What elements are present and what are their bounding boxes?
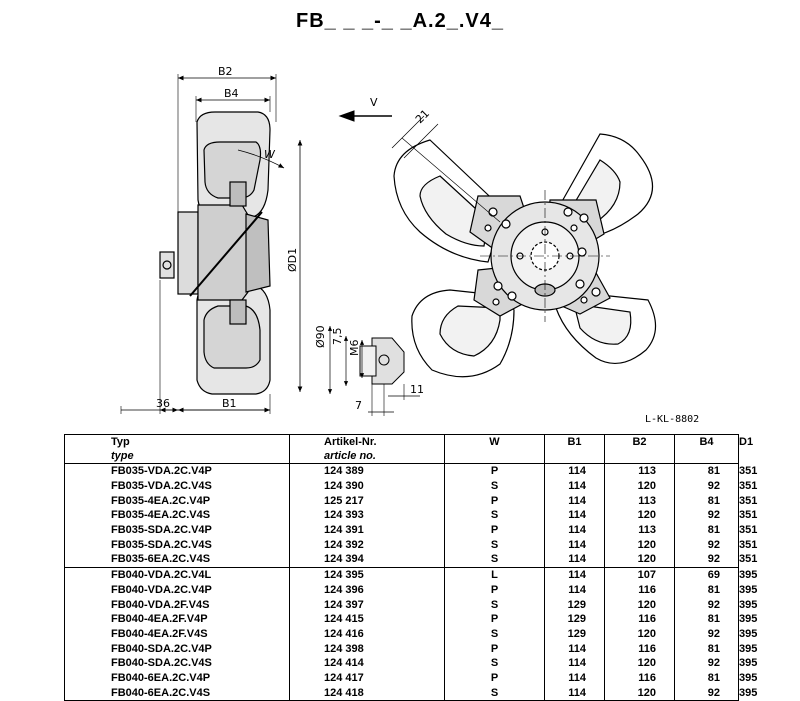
- header-b1: B1: [544, 434, 605, 449]
- fan-technical-drawing: B2 B4 W ØD1 36 B1 V: [120, 65, 657, 416]
- dim-b4-label: B4: [224, 87, 239, 100]
- table-header-row: Typ Artikel-Nr. W B1 B2 B4 D1: [64, 434, 753, 449]
- page-title: FB_ _ _-_ _A.2_.V4_: [296, 10, 504, 32]
- dim-11-label: 11: [410, 383, 424, 396]
- dim-d90-label: Ø90: [314, 325, 327, 348]
- header-b2: B2: [604, 434, 675, 449]
- side-view: [120, 74, 303, 414]
- dim-b2-label: B2: [218, 65, 233, 78]
- dim-7-5-label: 7,5: [331, 328, 344, 346]
- front-view: [391, 115, 657, 378]
- header-artikel-nr: Artikel-Nr.: [289, 434, 445, 449]
- airflow-arrow: [338, 110, 392, 122]
- header-typ: Typ: [64, 434, 290, 449]
- dim-w-label: W: [264, 148, 276, 161]
- drawing-reference: L-KL-8802: [645, 414, 700, 425]
- dim-7-label: 7: [355, 399, 362, 412]
- dim-21-label: 21: [413, 107, 432, 126]
- dim-d1-label: ØD1: [286, 248, 299, 272]
- subheader-article-no: article no.: [289, 449, 445, 464]
- spec-table: Typ Artikel-Nr. W B1 B2 B4 D1 type artic…: [64, 434, 757, 701]
- subheader-type: type: [64, 449, 290, 464]
- dim-m6-label: M6: [348, 340, 361, 357]
- header-w: W: [444, 434, 545, 449]
- shaft-detail: [327, 326, 420, 416]
- table-subheader-row: type article no.: [64, 449, 739, 464]
- dim-36-label: 36: [156, 397, 170, 410]
- dim-b1-label: B1: [222, 397, 237, 410]
- airflow-v-label: V: [370, 96, 378, 109]
- header-b4: B4: [674, 434, 739, 449]
